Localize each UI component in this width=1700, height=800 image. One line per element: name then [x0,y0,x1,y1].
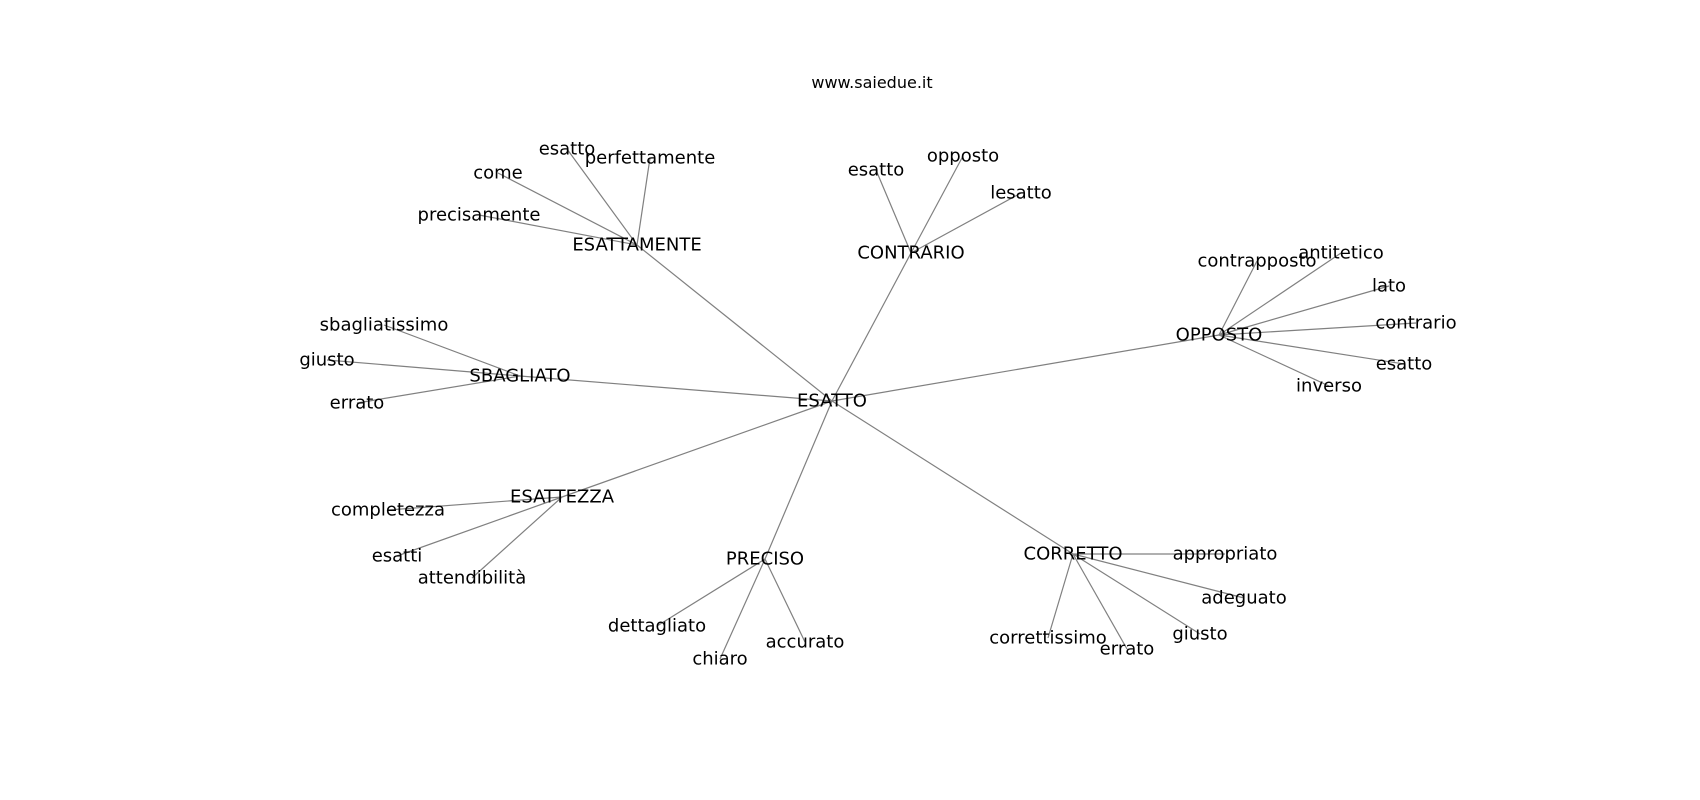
graph-edge [636,157,651,246]
graph-edge [471,496,563,579]
graph-edge [1072,553,1128,650]
graph-node-label: SBAGLIATO [469,366,570,387]
graph-node-label: chiaro [692,649,747,670]
graph-node-label: giusto [299,350,354,371]
graph-edge [1218,285,1390,336]
graph-edge [1218,322,1417,336]
graph-node-label: come [473,163,523,184]
graph-node-label: correttissimo [989,628,1107,649]
graph-nodes: ESATTO ESATTAMENTE CONTRARIO OPPOSTO SBAGLIA… [299,139,1456,670]
graph-node-label: errato [1100,639,1155,660]
graph-edge [1072,553,1245,599]
graph-edge [831,252,912,402]
graph-edge [1218,260,1258,336]
graph-edge [656,558,766,627]
graph-node-label: accurato [766,632,845,653]
graph-node-label: inverso [1296,376,1362,397]
graph-edge [764,400,833,560]
graph-node-label: esatto [539,139,596,160]
graph-node-label: esatto [1376,354,1433,375]
graph-edge [561,400,833,498]
graph-edge [497,172,638,246]
graph-node-label: PRECISO [726,549,804,570]
graph-edge [383,324,521,377]
graph-node-label: esatto [848,160,905,181]
graph-node-label: lato [1372,276,1406,297]
graph-node-label: opposto [927,146,999,167]
graph-node-label: sbagliatissimo [320,315,449,336]
graph-node-label: contrapposto [1197,251,1316,272]
graph-node-label: lesatto [990,183,1052,204]
graph-edge [910,155,964,254]
graph-node-label: dettagliato [608,616,706,637]
graph-node-label: adeguato [1201,588,1286,609]
graph-edge [387,496,563,511]
graph-edge [519,375,833,402]
graph-edge [478,214,638,246]
graph-edge [831,400,1074,555]
graph-node-label: OPPOSTO [1176,325,1263,346]
graph-edge [1072,553,1201,635]
graph-node-label: perfettamente [585,148,716,169]
graph-edge [1218,252,1342,336]
graph-node-label: esatti [372,546,423,567]
graph-edge [875,169,912,254]
graph-node-label: CONTRARIO [857,243,964,264]
graph-edge [566,148,638,246]
graph-edges [326,148,1417,660]
graph-node-label: CORRETTO [1024,544,1123,565]
graph-edge [1047,553,1074,639]
graph-node-label: ESATTEZZA [510,487,615,508]
page-title: www.saiedue.it [811,73,932,92]
graph-node-label: appropriato [1173,544,1278,565]
graph-edge [636,244,833,402]
graph-edge [910,192,1022,254]
graph-node-label: giusto [1172,624,1227,645]
graph-node-label: ESATTO [797,391,867,412]
graph-node-label: attendibilità [418,568,527,589]
graph-node-label: ESATTAMENTE [572,235,701,256]
graph-edge [1218,334,1330,387]
graph-edge [396,496,563,557]
graph-edge [326,359,521,377]
graph-node-label: contrario [1375,313,1456,334]
graph-edge [356,375,521,404]
graph-edge [1218,334,1405,365]
graph-node-label: precisamente [418,205,541,226]
graph-edge [764,558,806,643]
graph-node-label: errato [330,393,385,414]
graph-node-label: antitetico [1298,243,1384,264]
graph-edge [831,334,1220,402]
graph-node-label: completezza [331,500,445,521]
graph-edge [719,558,766,660]
